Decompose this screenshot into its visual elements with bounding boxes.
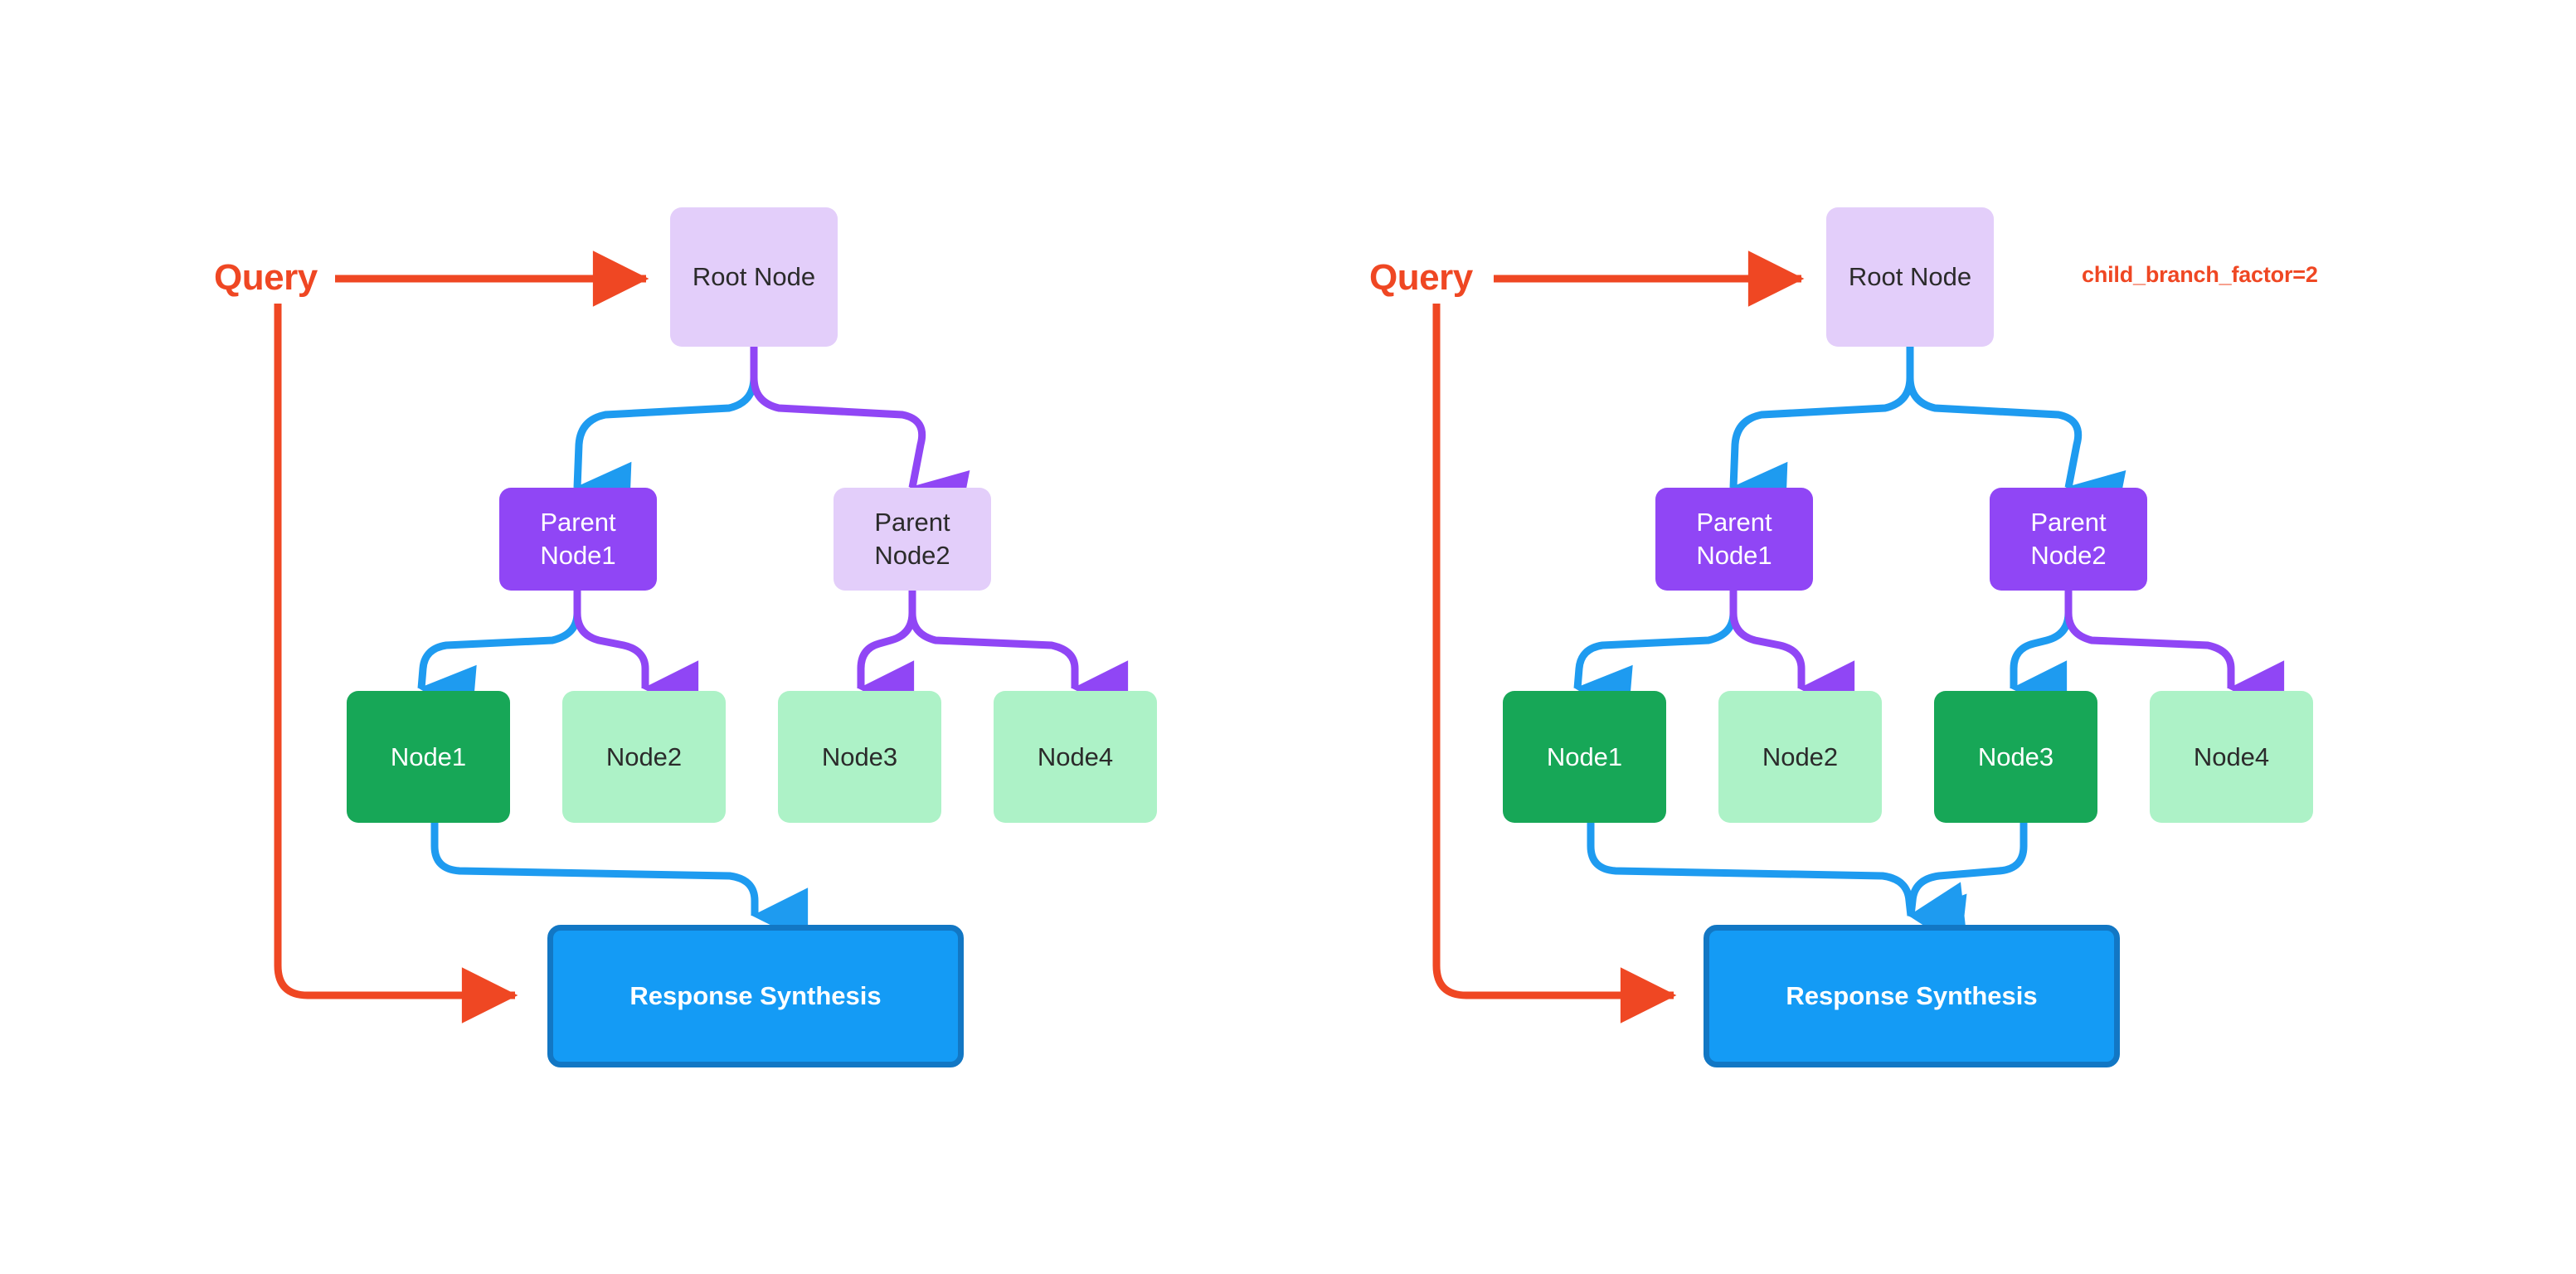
leaf-node-label: Node3 — [821, 742, 898, 771]
parent-node-1-left[interactable]: Parent Node1 — [499, 488, 657, 591]
left-query-arrows — [274, 250, 649, 1024]
parent-node-label: Parent Node2 — [874, 508, 950, 570]
right-parent1-to-leaves — [1573, 591, 1855, 721]
leaf-node-label: Node1 — [390, 742, 467, 771]
query-label-right: Query — [1369, 257, 1473, 298]
parent-node-label: Parent Node1 — [540, 508, 616, 570]
leaf-node-label: Node3 — [1977, 742, 2054, 771]
leaf-node-1-left[interactable]: Node1 — [347, 691, 510, 823]
leaf-node-label: Node4 — [1037, 742, 1114, 771]
root-node-right[interactable]: Root Node — [1826, 207, 1994, 347]
right-parent2-to-leaves — [2010, 591, 2285, 717]
root-node-label: Root Node — [692, 262, 816, 292]
leaf-node-4-right[interactable]: Node4 — [2150, 691, 2313, 823]
leaf-node-3-right[interactable]: Node3 — [1934, 691, 2097, 823]
response-synthesis-label: Response Synthesis — [1786, 981, 2038, 1011]
leaf-node-2-left[interactable]: Node2 — [562, 691, 726, 823]
left-leaves-to-synthesis — [430, 823, 809, 944]
parent-node-label: Parent Node2 — [2030, 508, 2107, 570]
root-node-left[interactable]: Root Node — [670, 207, 838, 347]
leaf-node-label: Node1 — [1546, 742, 1623, 771]
response-synthesis-label: Response Synthesis — [629, 981, 882, 1011]
left-parent1-to-leaves — [417, 591, 699, 721]
parent-node-label: Parent Node1 — [1696, 508, 1772, 570]
parent-node-2-left[interactable]: Parent Node2 — [834, 488, 991, 591]
leaf-node-2-right[interactable]: Node2 — [1718, 691, 1882, 823]
root-node-label: Root Node — [1848, 262, 1972, 292]
right-query-arrows — [1432, 250, 1805, 1024]
left-parent2-to-leaves — [857, 591, 1129, 717]
leaf-node-1-right[interactable]: Node1 — [1503, 691, 1666, 823]
query-label-left: Query — [214, 257, 318, 298]
response-synthesis-right[interactable]: Response Synthesis — [1704, 925, 2120, 1067]
leaf-node-label: Node2 — [605, 742, 683, 771]
left-root-to-parents — [573, 347, 970, 526]
leaf-node-3-left[interactable]: Node3 — [778, 691, 941, 823]
right-root-to-parents — [1729, 347, 2126, 526]
response-synthesis-left[interactable]: Response Synthesis — [547, 925, 964, 1067]
child-branch-factor-annotation: child_branch_factor=2 — [2082, 262, 2318, 287]
right-leaves-to-synthesis — [1587, 823, 2028, 950]
leaf-node-label: Node4 — [2193, 742, 2270, 771]
leaf-node-label: Node2 — [1762, 742, 1839, 771]
parent-node-2-right[interactable]: Parent Node2 — [1990, 488, 2147, 591]
leaf-node-4-left[interactable]: Node4 — [994, 691, 1157, 823]
parent-node-1-right[interactable]: Parent Node1 — [1655, 488, 1813, 591]
